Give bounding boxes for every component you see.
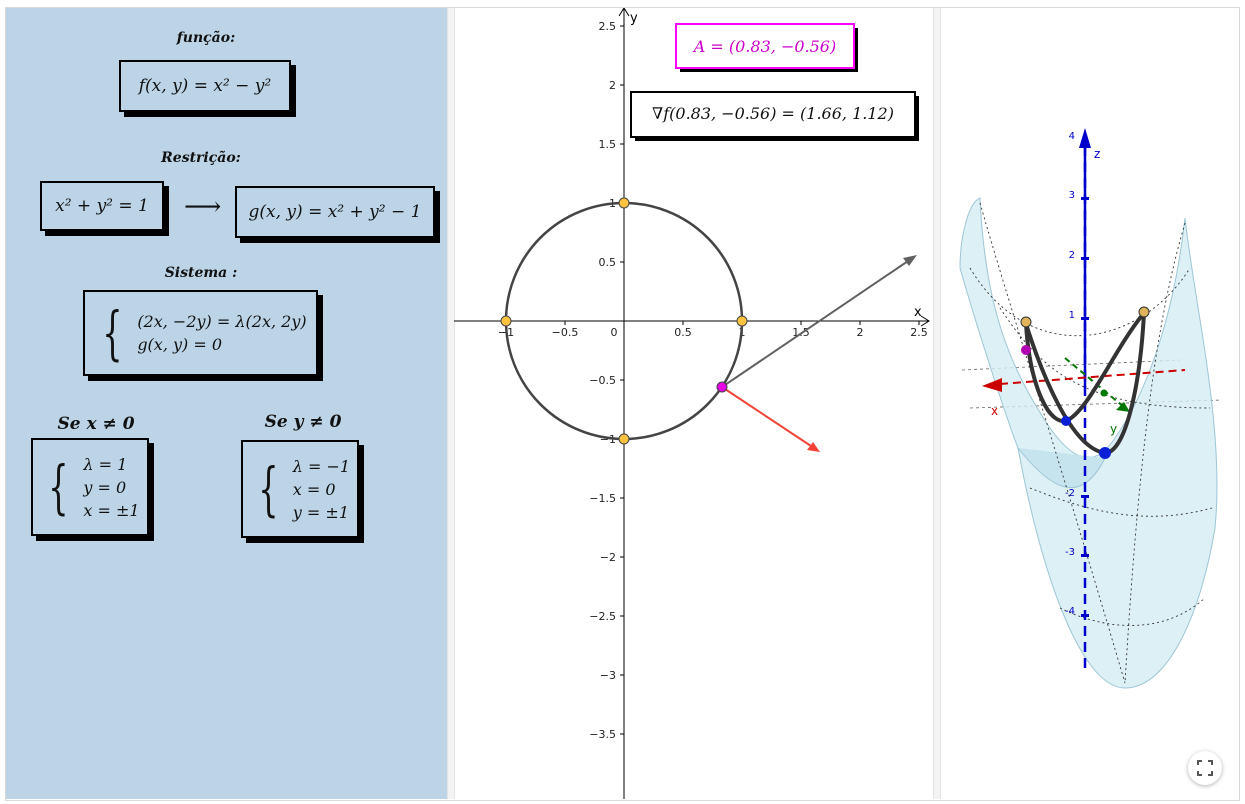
- gradient-text: ∇f(0.83, −0.56) = (1.66, 1.12): [652, 104, 894, 123]
- gradient-f-arrowhead-icon: [903, 255, 917, 266]
- point-A-3d[interactable]: [1021, 345, 1031, 355]
- critical-point[interactable]: [618, 197, 630, 209]
- case-x-line: x = ±1: [83, 500, 140, 520]
- z-tick-label: 2: [1069, 250, 1075, 261]
- y-axis-arrow-icon: [1116, 402, 1130, 412]
- y-tick-label: −2.5: [589, 610, 616, 623]
- brace-icon: {: [258, 455, 279, 523]
- x-tick-label: 2.5: [910, 326, 928, 339]
- z-tick-label: -4: [1065, 606, 1075, 617]
- panel-divider[interactable]: [933, 8, 941, 799]
- min-point[interactable]: [1099, 447, 1111, 459]
- x-axis-label: x: [914, 305, 922, 320]
- z-tick-label: 3: [1069, 190, 1075, 201]
- restricao-label: Restrição:: [161, 150, 241, 166]
- gradient-f-vector[interactable]: [721, 258, 912, 388]
- sistema-line2: g(x, y) = 0: [137, 335, 223, 354]
- graphics-2d-view[interactable]: x y −1 −0.5 0 0.5 1 1.5 2 2.5 2.5 2 1.5 …: [454, 8, 933, 799]
- y-axis-label: y: [1110, 422, 1117, 436]
- restricao-expr: x² + y² = 1: [55, 196, 149, 216]
- funcao-expr: f(x, y) = x² − y²: [138, 76, 272, 96]
- critical-point[interactable]: [618, 433, 630, 445]
- y-tick-label: 1.5: [599, 138, 617, 151]
- case-x-label: Se x ≠ 0: [57, 414, 135, 434]
- x-axis-label: x: [991, 404, 998, 418]
- y-tick-label: −1.5: [589, 492, 616, 505]
- z-tick-label: -2: [1065, 488, 1075, 499]
- saddle-surface[interactable]: [959, 197, 1218, 689]
- fullscreen-icon: [1197, 760, 1213, 776]
- case-y-line: λ = −1: [292, 456, 351, 476]
- y-tick-label: −3: [600, 669, 616, 682]
- y-axis-label: y: [630, 11, 638, 26]
- x-axis-arrow-icon: [982, 378, 1002, 392]
- funcao-label: função:: [176, 30, 236, 46]
- x-tick-label: 0: [611, 326, 618, 339]
- fullscreen-button[interactable]: [1188, 751, 1222, 785]
- g-expr: g(x, y) = x² + y² − 1: [248, 202, 422, 222]
- y-tick-label: −0.5: [589, 374, 616, 387]
- x-tick-label: 2: [857, 326, 864, 339]
- gradient-box[interactable]: ∇f(0.83, −0.56) = (1.66, 1.12): [630, 91, 919, 141]
- sistema-label: Sistema :: [164, 265, 238, 281]
- gradient-g-arrowhead-icon: [807, 442, 820, 452]
- g-box[interactable]: g(x, y) = x² + y² − 1: [235, 186, 435, 238]
- critical-point[interactable]: [736, 315, 748, 327]
- min-point[interactable]: [1061, 416, 1071, 426]
- max-point[interactable]: [1020, 316, 1032, 328]
- z-tick-label: 4: [1069, 131, 1075, 142]
- brace-icon: {: [48, 453, 70, 521]
- point-A[interactable]: [716, 381, 728, 393]
- panel-divider[interactable]: [447, 8, 455, 799]
- y-axis-arrow-icon: [618, 8, 630, 17]
- case-y-box[interactable]: { λ = −1 x = 0 y = ±1: [241, 440, 359, 538]
- critical-point[interactable]: [500, 315, 512, 327]
- z-tick-label: -3: [1065, 547, 1075, 558]
- case-y-line: x = 0: [292, 479, 336, 499]
- z-tick-label: 1: [1069, 310, 1075, 321]
- graphics-3d-view[interactable]: z 4 3 2 1 -2 -3 -4 x y: [940, 8, 1238, 799]
- case-x-line: y = 0: [83, 477, 127, 497]
- gradient-g-vector[interactable]: [721, 386, 815, 449]
- x-axis-arrow-icon: [920, 315, 930, 327]
- case-x-line: λ = 1: [83, 454, 128, 474]
- y-tick-label: 2.5: [599, 20, 617, 33]
- y-tick-label: −3.5: [589, 728, 616, 741]
- max-point[interactable]: [1138, 306, 1150, 318]
- x-tick-label: −0.5: [552, 326, 579, 339]
- case-x-box[interactable]: { λ = 1 y = 0 x = ±1: [31, 438, 149, 536]
- z-axis-label: z: [1094, 147, 1100, 161]
- brace-icon: {: [102, 299, 124, 367]
- restricao-box[interactable]: x² + y² = 1: [40, 181, 164, 231]
- y-tick-label: 0.5: [599, 256, 617, 269]
- funcao-box[interactable]: f(x, y) = x² − y²: [119, 60, 291, 112]
- sistema-line1: (2x, −2y) = λ(2x, 2y): [137, 312, 307, 331]
- sistema-box[interactable]: { (2x, −2y) = λ(2x, 2y) g(x, y) = 0: [83, 290, 318, 376]
- z-axis-arrow-icon: [1079, 128, 1091, 148]
- x-tick-label: 0.5: [674, 326, 692, 339]
- point-A-box[interactable]: A = (0.83, −0.56): [675, 23, 858, 72]
- case-y-label: Se y ≠ 0: [264, 412, 342, 432]
- y-axis: [1064, 357, 1126, 409]
- case-y-line: y = ±1: [292, 502, 349, 522]
- y-tick-label: −2: [600, 551, 616, 564]
- implies-arrow: ⟶: [184, 192, 222, 222]
- y-tick-label: 2: [609, 79, 616, 92]
- point-A-text: A = (0.83, −0.56): [692, 37, 836, 56]
- x-axis: [999, 369, 1186, 385]
- algebra-panel: função: f(x, y) = x² − y² Restrição: x² …: [6, 8, 447, 799]
